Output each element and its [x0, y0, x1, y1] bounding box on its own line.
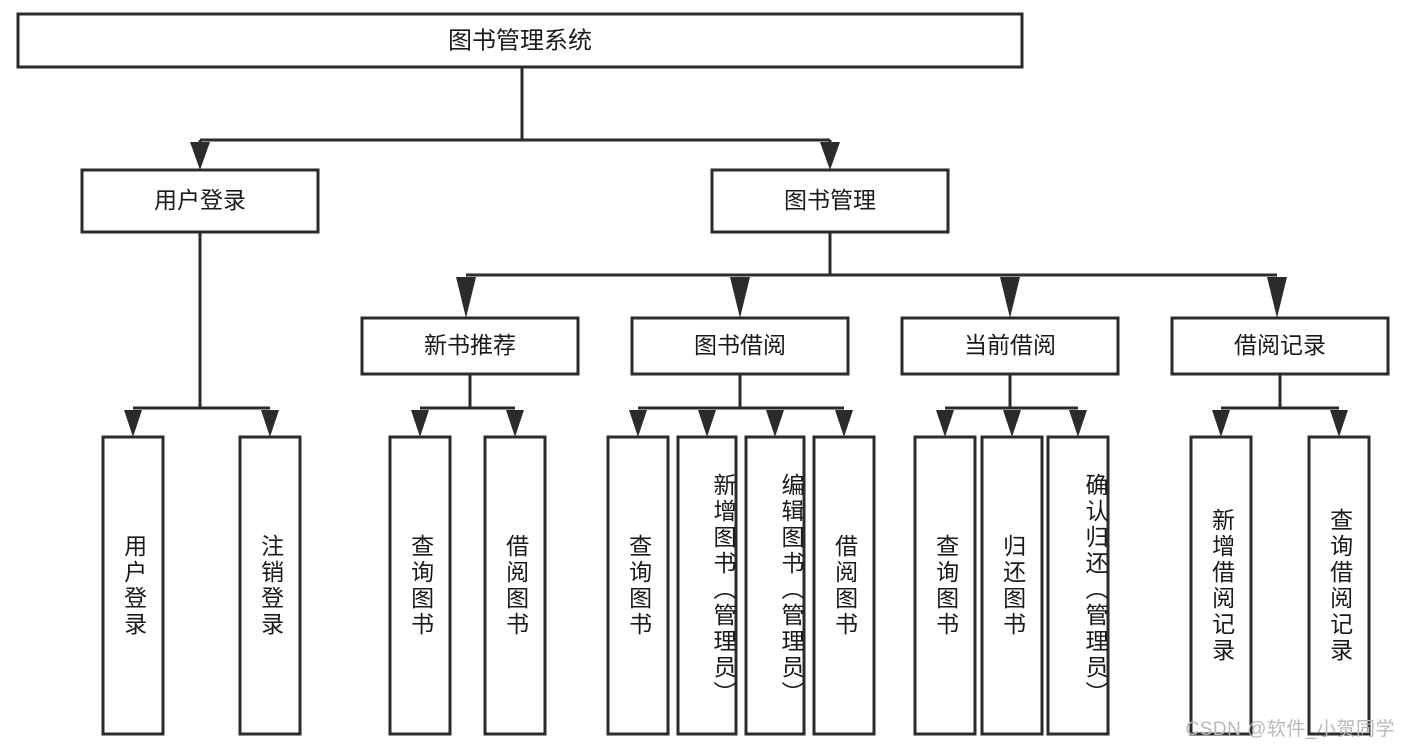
leaf-box-query-book-2[interactable] [606, 435, 670, 736]
leaf-box-query-book-3[interactable] [913, 435, 977, 736]
arrow-to-user-login [190, 142, 210, 170]
node-root-box[interactable] [16, 12, 1024, 69]
arrow-to-leaf-query-book-1 [411, 410, 429, 437]
connector-group-user-login [124, 232, 279, 437]
connector-group-root [190, 67, 840, 170]
leaf-box-confirm-return[interactable] [1046, 435, 1110, 736]
connector-group-book-mgmt [456, 232, 1287, 318]
leaf-boxes [101, 435, 1371, 736]
arrow-to-current-borrow [1000, 277, 1020, 318]
node-user-login-label: 用户登录 [154, 187, 246, 213]
node-root-label: 图书管理系统 [448, 27, 592, 54]
connector-group-borrow-records [1212, 374, 1348, 437]
leaf-box-add-record[interactable] [1189, 435, 1253, 736]
leaf-box-query-book-1[interactable] [388, 435, 452, 736]
leaf-box-query-record[interactable] [1307, 435, 1371, 736]
node-current-borrow-label: 当前借阅 [964, 332, 1056, 358]
connector-group-book-borrow [629, 374, 853, 437]
arrow-to-leaf-add-book [698, 410, 716, 437]
node-borrow-records-box[interactable] [1170, 316, 1390, 376]
arrow-to-borrow-records [1267, 277, 1287, 318]
node-new-book-recommend-label: 新书推荐 [424, 332, 516, 358]
node-book-borrow-box[interactable] [630, 316, 850, 376]
node-current-borrow-box[interactable] [900, 316, 1120, 376]
arrow-to-leaf-edit-book [766, 410, 784, 437]
arrow-to-leaf-logout [261, 410, 279, 437]
arrow-to-leaf-borrow-book-1 [506, 410, 524, 437]
leaf-box-logout[interactable] [238, 435, 302, 736]
arrow-to-book-mgmt [820, 142, 840, 170]
node-user-login-box[interactable] [80, 168, 320, 234]
arrow-to-leaf-add-record [1212, 410, 1230, 437]
node-borrow-records[interactable]: 借阅记录 [1170, 316, 1390, 376]
node-book-management[interactable]: 图书管理 [710, 168, 950, 234]
node-borrow-records-label: 借阅记录 [1234, 332, 1326, 358]
arrow-to-new-book-rec [456, 277, 476, 318]
node-book-borrow-label: 图书借阅 [694, 332, 786, 358]
arrow-to-book-borrow [730, 277, 750, 318]
node-new-book-recommend-box[interactable] [360, 316, 580, 376]
node-user-login[interactable]: 用户登录 [80, 168, 320, 234]
node-book-borrow[interactable]: 图书借阅 [630, 316, 850, 376]
leaf-box-add-book[interactable] [676, 435, 738, 736]
leaf-box-edit-book[interactable] [744, 435, 806, 736]
node-root[interactable]: 图书管理系统 [16, 12, 1024, 69]
arrow-to-leaf-user-login [124, 410, 142, 437]
leaf-box-borrow-book-1[interactable] [483, 435, 547, 736]
arrow-to-leaf-query-book-3 [936, 410, 954, 437]
connector-group-current-borrow [936, 374, 1087, 437]
node-new-book-recommend[interactable]: 新书推荐 [360, 316, 580, 376]
arrow-to-leaf-confirm-return [1069, 410, 1087, 437]
connector-group-new-book-rec [411, 374, 524, 437]
leaf-box-borrow-book-2[interactable] [812, 435, 876, 736]
arrow-to-leaf-query-book-2 [629, 410, 647, 437]
watermark: CSDN @软件_小贺同学 [1185, 719, 1395, 740]
node-book-management-box[interactable] [710, 168, 950, 234]
leaf-box-user-login[interactable] [101, 435, 165, 736]
arrow-to-leaf-return-book [1003, 410, 1021, 437]
leaf-box-return-book[interactable] [980, 435, 1044, 736]
node-current-borrow[interactable]: 当前借阅 [900, 316, 1120, 376]
arrow-to-leaf-query-record [1330, 410, 1348, 437]
node-book-management-label: 图书管理 [784, 187, 876, 213]
arrow-to-leaf-borrow-book-2 [835, 410, 853, 437]
